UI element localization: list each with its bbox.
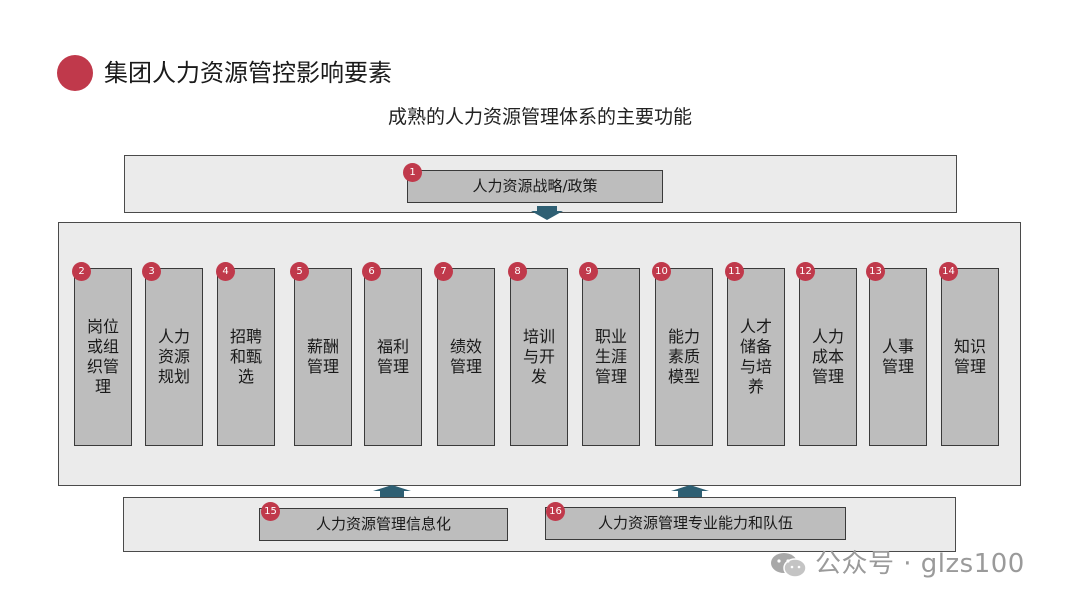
function-label: 薪酬 管理 bbox=[306, 337, 339, 376]
function-number-badge: 13 bbox=[866, 262, 885, 281]
function-box: 人力 成本 管理 bbox=[799, 268, 857, 446]
function-number-badge: 5 bbox=[290, 262, 309, 281]
function-label: 培训 与开 发 bbox=[522, 327, 555, 386]
function-box: 人才 储备 与培 养 bbox=[727, 268, 785, 446]
function-box: 知识 管理 bbox=[941, 268, 999, 446]
function-label: 人才 储备 与培 养 bbox=[739, 317, 772, 396]
support-label: 人力资源管理信息化 bbox=[315, 515, 451, 533]
support-box-team: 人力资源管理专业能力和队伍 bbox=[545, 507, 846, 540]
function-label: 人力 成本 管理 bbox=[811, 327, 844, 386]
function-number-badge: 6 bbox=[362, 262, 381, 281]
function-box: 岗位 或组 织管 理 bbox=[74, 268, 132, 446]
strategy-box: 人力资源战略/政策 bbox=[407, 170, 663, 203]
strategy-number-badge: 1 bbox=[403, 163, 422, 182]
function-number-badge: 9 bbox=[579, 262, 598, 281]
function-box: 职业 生涯 管理 bbox=[582, 268, 640, 446]
function-number-badge: 7 bbox=[434, 262, 453, 281]
function-number-badge: 2 bbox=[72, 262, 91, 281]
function-number-badge: 11 bbox=[725, 262, 744, 281]
function-box: 人力 资源 规划 bbox=[145, 268, 203, 446]
function-box: 福利 管理 bbox=[364, 268, 422, 446]
function-label: 福利 管理 bbox=[376, 337, 409, 376]
function-box: 薪酬 管理 bbox=[294, 268, 352, 446]
function-label: 绩效 管理 bbox=[449, 337, 482, 376]
function-label: 招聘 和甄 选 bbox=[229, 327, 262, 386]
function-box: 培训 与开 发 bbox=[510, 268, 568, 446]
function-number-badge: 12 bbox=[796, 262, 815, 281]
function-number-badge: 4 bbox=[216, 262, 235, 281]
function-label: 能力 素质 模型 bbox=[667, 327, 700, 386]
function-box: 绩效 管理 bbox=[437, 268, 495, 446]
function-box: 能力 素质 模型 bbox=[655, 268, 713, 446]
function-box: 招聘 和甄 选 bbox=[217, 268, 275, 446]
function-label: 人力 资源 规划 bbox=[157, 327, 190, 386]
support-label: 人力资源管理专业能力和队伍 bbox=[597, 514, 793, 532]
function-label: 职业 生涯 管理 bbox=[594, 327, 627, 386]
diagram-subtitle: 成熟的人力资源管理体系的主要功能 bbox=[387, 106, 692, 128]
arrow-up-icon bbox=[373, 485, 411, 498]
support-number-badge: 16 bbox=[546, 502, 565, 521]
wechat-icon bbox=[771, 553, 807, 578]
function-number-badge: 8 bbox=[508, 262, 527, 281]
function-label: 知识 管理 bbox=[953, 337, 986, 376]
function-number-badge: 3 bbox=[142, 262, 161, 281]
function-box: 人事 管理 bbox=[869, 268, 927, 446]
arrow-down-icon bbox=[531, 206, 563, 220]
support-box-info: 人力资源管理信息化 bbox=[259, 508, 508, 541]
function-number-badge: 10 bbox=[652, 262, 671, 281]
strategy-label: 人力资源战略/政策 bbox=[472, 177, 598, 195]
watermark-text: 公众号 · glzs100 bbox=[815, 549, 1025, 579]
support-number-badge: 15 bbox=[261, 502, 280, 521]
title-bullet-icon bbox=[57, 55, 93, 91]
arrow-up-icon bbox=[671, 485, 709, 498]
function-number-badge: 14 bbox=[939, 262, 958, 281]
page-title: 集团人力资源管控影响要素 bbox=[104, 59, 392, 87]
function-label: 岗位 或组 织管 理 bbox=[86, 317, 119, 396]
function-label: 人事 管理 bbox=[881, 337, 914, 376]
